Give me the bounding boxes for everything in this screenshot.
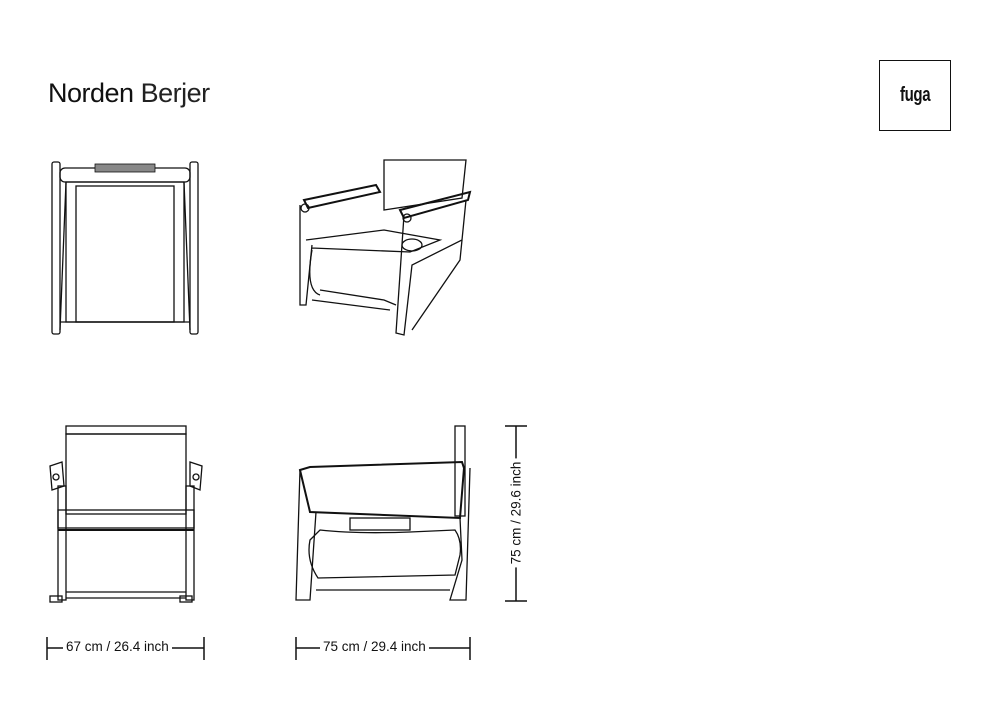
chair-perspective-view [299, 159, 472, 336]
page-title: Norden Berjer [48, 78, 210, 109]
chair-front-view [49, 425, 203, 603]
chair-side-view [295, 425, 471, 601]
title-product-type: Berjer [140, 78, 211, 108]
title-product-name: Norden [48, 78, 134, 108]
height-label: 75 cm / 29.6 inch [508, 458, 524, 568]
fuga-logo: fuga [879, 60, 951, 131]
logo-text: fuga [899, 84, 931, 106]
side-depth-label: 75 cm / 29.4 inch [320, 639, 429, 654]
front-width-label: 67 cm / 26.4 inch [63, 639, 172, 654]
chair-top-view [51, 161, 199, 335]
